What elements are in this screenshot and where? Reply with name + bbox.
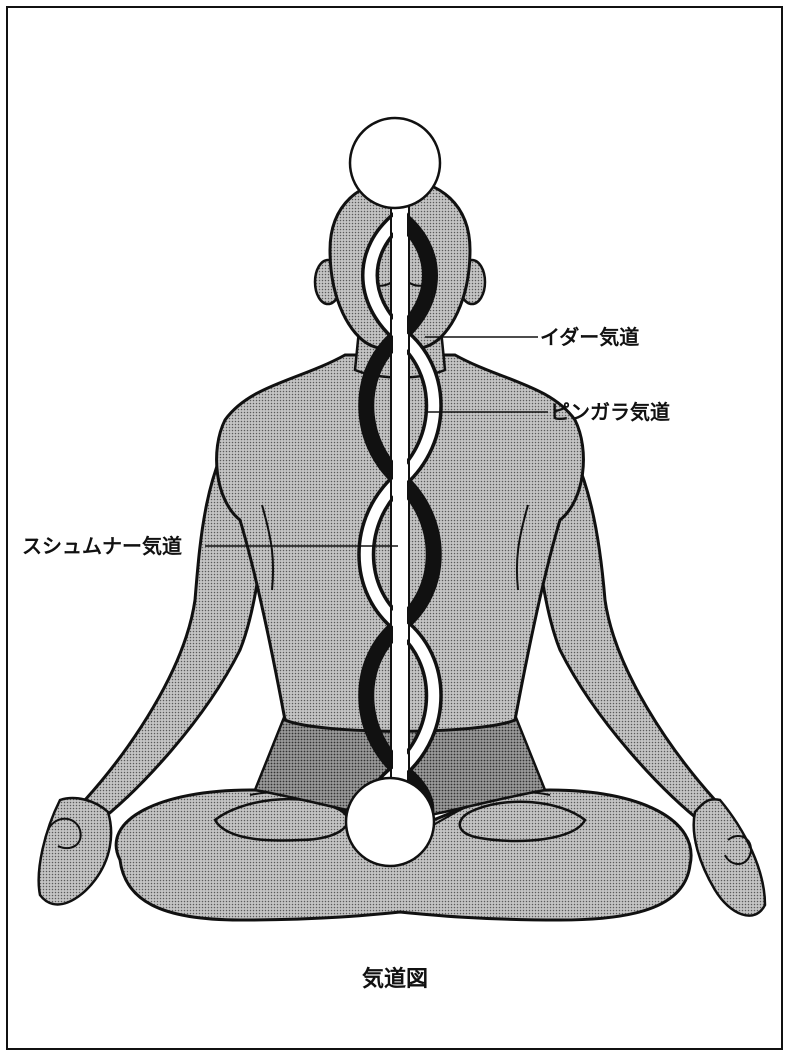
- left-hand: [39, 798, 111, 904]
- pingala-label: ピンガラ気道: [550, 402, 670, 422]
- right-hand: [694, 799, 765, 915]
- sushumna-label: スシュムナー気道: [22, 536, 182, 556]
- ida-label: イダー気道: [540, 327, 639, 347]
- root-circle: [346, 778, 434, 866]
- crown-circle: [350, 118, 440, 208]
- diagram-caption: 気道図: [0, 961, 790, 993]
- sushumna-channel-overlay: [393, 200, 407, 830]
